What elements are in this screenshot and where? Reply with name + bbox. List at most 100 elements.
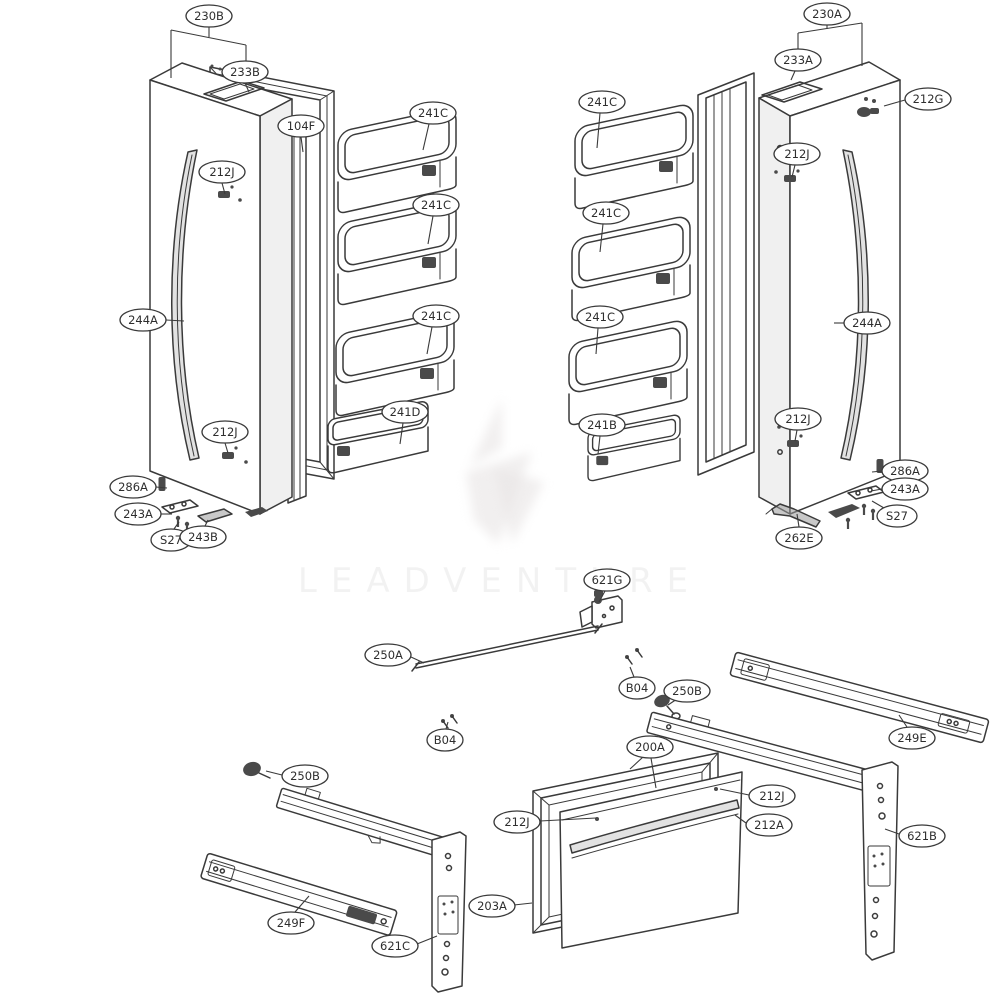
part-callout: 249F bbox=[267, 895, 315, 935]
part-number-label: 621G bbox=[592, 573, 623, 587]
lever-262e bbox=[765, 503, 821, 528]
part-callout: 262E bbox=[775, 513, 823, 550]
callout-leader-line bbox=[598, 590, 606, 603]
callout-bubble bbox=[198, 160, 246, 184]
part-number-label: 241C bbox=[591, 206, 621, 220]
part-number-label: 212A bbox=[754, 818, 784, 832]
callout-leader-line bbox=[173, 521, 180, 530]
callout-bubble bbox=[412, 304, 460, 328]
callout-bubble bbox=[663, 679, 711, 703]
part-number-label: 250A bbox=[373, 648, 403, 662]
callout-leader-line bbox=[883, 99, 906, 107]
callout-bubble bbox=[774, 407, 822, 431]
callout-bubble bbox=[576, 305, 624, 329]
callout-bubble bbox=[904, 87, 952, 111]
callout-leader-line bbox=[204, 519, 209, 527]
callout-leader-line bbox=[244, 82, 250, 93]
part-callout: 286A bbox=[871, 459, 929, 483]
part-callout: 212J bbox=[198, 160, 246, 195]
part-callout: 241B bbox=[578, 413, 626, 455]
part-number-label: 212J bbox=[504, 815, 529, 829]
part-callout: 243A bbox=[114, 502, 172, 526]
callout-leader-line bbox=[300, 136, 304, 153]
callout-leader-line bbox=[596, 112, 601, 149]
callout-bubble bbox=[876, 504, 918, 528]
callout-bubble bbox=[179, 525, 227, 549]
left-door bbox=[149, 62, 293, 515]
callout-bubble bbox=[748, 784, 796, 808]
part-callout: 212J bbox=[774, 407, 822, 442]
part-number-label: 241C bbox=[421, 198, 451, 212]
callout-leader-line bbox=[629, 756, 644, 770]
part-callout: 233B bbox=[221, 60, 269, 93]
part-number-label: 241D bbox=[390, 405, 421, 419]
part-number-label: 286A bbox=[118, 480, 148, 494]
callout-leader-line bbox=[790, 70, 796, 81]
callout-bubble bbox=[775, 526, 823, 550]
part-callout: 621G bbox=[583, 568, 631, 603]
part-number-label: 241C bbox=[418, 106, 448, 120]
screws-b04-right bbox=[624, 647, 643, 665]
drawer-rail-249e bbox=[729, 651, 990, 744]
part-callout: 286A bbox=[109, 475, 168, 499]
part-number-label: 212J bbox=[759, 789, 784, 803]
callout-bubble bbox=[426, 728, 464, 752]
callout-leader-line bbox=[719, 788, 750, 796]
callout-bubble bbox=[109, 475, 157, 499]
part-number-label: 200A bbox=[635, 740, 665, 754]
callout-bubble bbox=[773, 142, 821, 166]
part-number-label: 230A bbox=[812, 7, 842, 21]
callout-leader-line bbox=[224, 442, 229, 454]
callout-leader-line bbox=[170, 29, 247, 46]
part-callout: 241C bbox=[409, 101, 457, 151]
grommet-250b-left bbox=[243, 761, 271, 779]
callout-bubble bbox=[185, 4, 233, 28]
part-number-label: 249F bbox=[277, 916, 306, 930]
part-number-label: 203A bbox=[477, 899, 507, 913]
callout-leader-line bbox=[294, 895, 310, 913]
part-number-label: 212J bbox=[212, 425, 237, 439]
callout-bubble bbox=[774, 48, 822, 72]
callout-leader-line bbox=[734, 814, 747, 824]
part-number-label: 621C bbox=[380, 939, 410, 953]
part-callout: 250A bbox=[364, 643, 425, 667]
part-number-label: 212J bbox=[785, 412, 810, 426]
part-callout: 250B bbox=[663, 679, 711, 706]
watermark-text: LEADVENTURE bbox=[298, 561, 702, 601]
part-callout: 621B bbox=[884, 824, 946, 848]
callout-bubble bbox=[493, 810, 541, 834]
part-number-label: S27 bbox=[886, 509, 908, 523]
part-number-label: 250B bbox=[672, 684, 702, 698]
callout-bubble bbox=[281, 764, 329, 788]
callout-leader-line bbox=[221, 182, 226, 195]
callout-bubble bbox=[881, 477, 929, 501]
part-callout: 212J bbox=[773, 142, 821, 178]
callout-leader-line bbox=[796, 513, 800, 528]
part-callout: 241C bbox=[412, 304, 460, 355]
door-bin-241c bbox=[571, 214, 691, 322]
callout-leader-line bbox=[791, 164, 796, 178]
callout-leader-line bbox=[629, 666, 635, 678]
part-callout: S27 bbox=[871, 500, 918, 528]
callout-leader-line bbox=[599, 223, 604, 253]
right-door-gasket bbox=[697, 72, 755, 476]
callout-bubble bbox=[201, 420, 249, 444]
part-callout: 212A bbox=[734, 813, 793, 837]
callout-bubble bbox=[583, 568, 631, 592]
part-number-label: 233B bbox=[230, 65, 260, 79]
part-callout: 243B bbox=[179, 519, 227, 549]
drawer-bracket-621b bbox=[861, 761, 899, 961]
callout-leader-line bbox=[513, 902, 533, 906]
part-number-label: 212G bbox=[913, 92, 944, 106]
part-number-label: 250B bbox=[290, 769, 320, 783]
part-callout: 230B bbox=[170, 4, 247, 78]
callout-leader-line bbox=[410, 656, 425, 664]
callout-bubble bbox=[626, 735, 674, 759]
callout-bubble bbox=[412, 193, 460, 217]
callout-bubble bbox=[578, 90, 626, 114]
part-callout: B04 bbox=[426, 721, 464, 752]
part-callout: 212J bbox=[493, 810, 597, 834]
drawer-front-panel bbox=[559, 771, 743, 949]
